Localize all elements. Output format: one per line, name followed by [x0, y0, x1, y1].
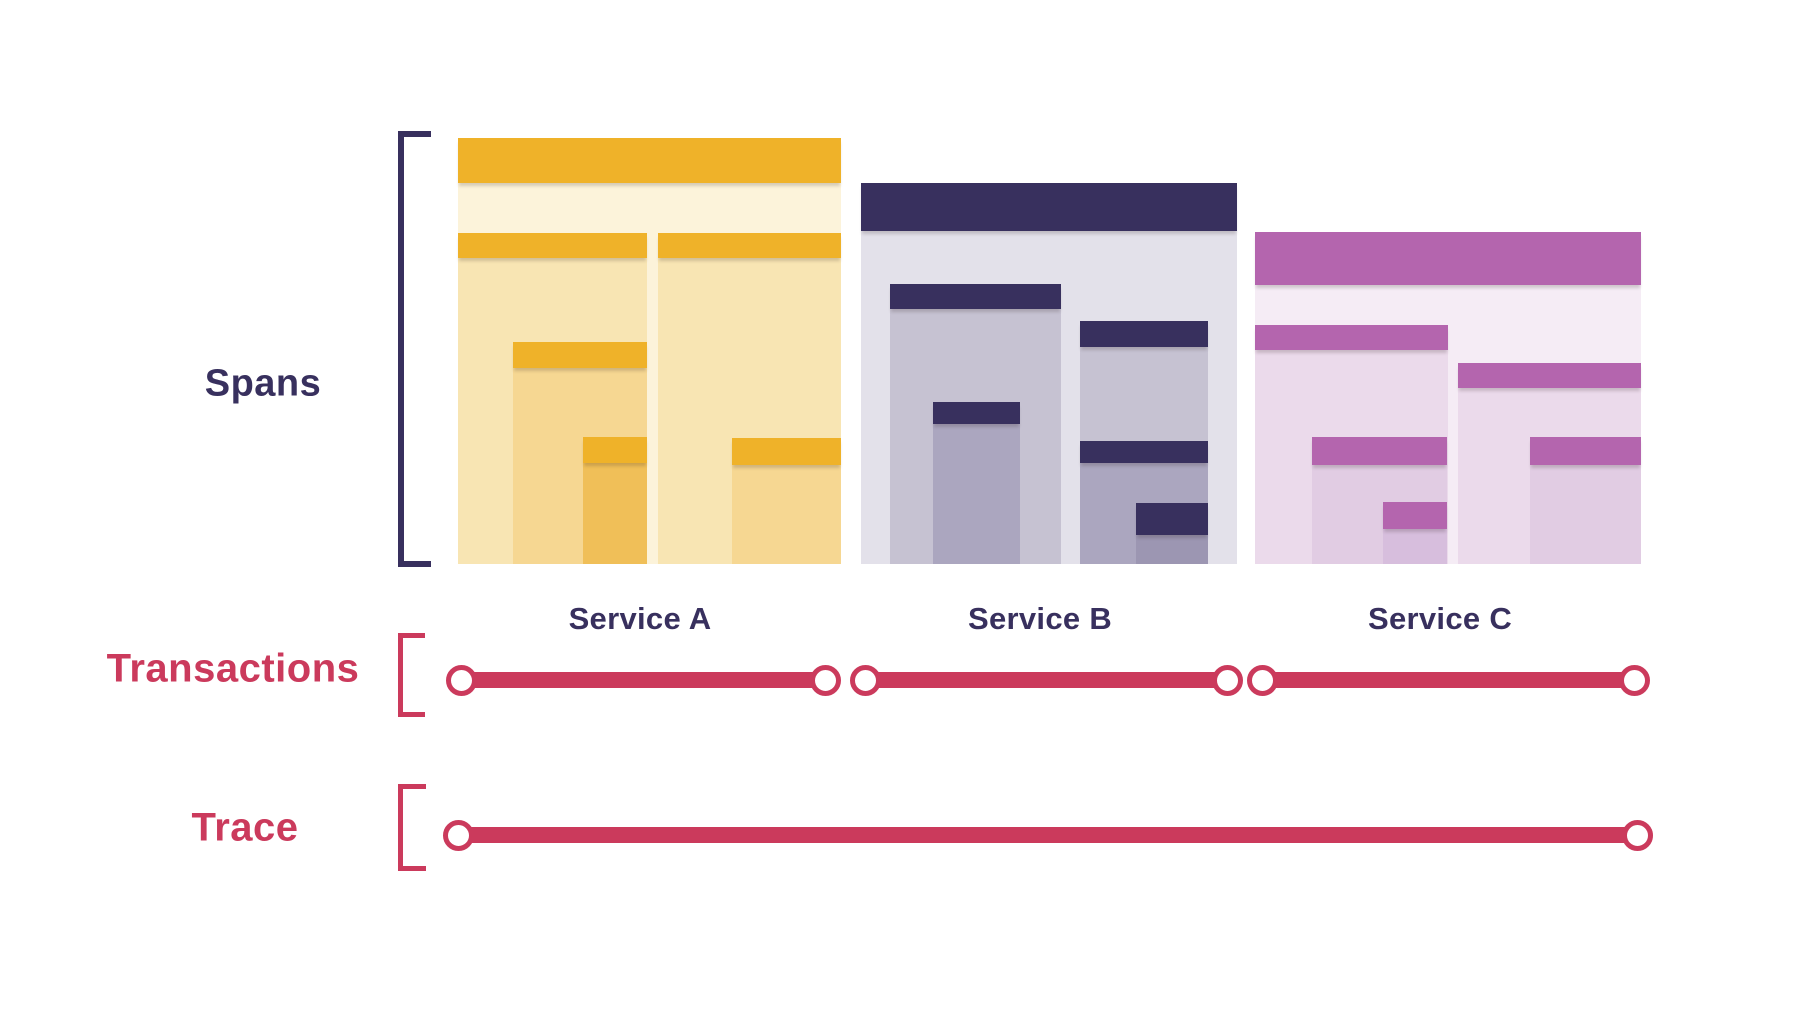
- span-bar: [1136, 503, 1208, 535]
- transactions-line: [461, 672, 825, 688]
- span-bar: [583, 437, 647, 463]
- service-label-a: Service A: [568, 601, 712, 636]
- trace-bracket: [398, 784, 426, 871]
- span-bar: [513, 342, 647, 368]
- transactions-endpoint-circle: [1618, 664, 1650, 696]
- span-bar: [1080, 441, 1208, 463]
- trace-endpoint-circle: [442, 819, 474, 851]
- span-bar: [1255, 325, 1448, 350]
- span-bar: [658, 233, 841, 258]
- trace-endpoint-circle: [1621, 819, 1653, 851]
- transactions-line: [865, 672, 1227, 688]
- span-bar: [458, 233, 647, 258]
- span-bar: [1312, 437, 1447, 465]
- transactions-line: [1262, 672, 1634, 688]
- spans-label: Spans: [204, 362, 322, 405]
- trace-label: Trace: [191, 805, 299, 850]
- span-bar: [1530, 437, 1641, 465]
- transactions-label: Transactions: [106, 646, 360, 691]
- spans-bracket: [398, 131, 431, 567]
- trace-line: [458, 827, 1637, 843]
- span-bar: [732, 438, 841, 465]
- transactions-endpoint-circle: [809, 664, 841, 696]
- transactions-endpoint-circle: [445, 664, 477, 696]
- span-bar: [933, 402, 1020, 424]
- span-body: [933, 402, 1020, 564]
- span-bar: [1080, 321, 1208, 347]
- transactions-endpoint-circle: [849, 664, 881, 696]
- span-bar: [861, 183, 1237, 231]
- service-label-c: Service C: [1367, 601, 1513, 636]
- span-bar: [1383, 502, 1447, 529]
- transactions-bracket: [398, 633, 425, 717]
- span-bar: [890, 284, 1061, 309]
- span-bar: [1255, 232, 1641, 285]
- span-bar: [1458, 363, 1641, 388]
- service-label-b: Service B: [967, 601, 1113, 636]
- span-bar: [458, 138, 841, 183]
- transactions-endpoint-circle: [1246, 664, 1278, 696]
- transactions-endpoint-circle: [1211, 664, 1243, 696]
